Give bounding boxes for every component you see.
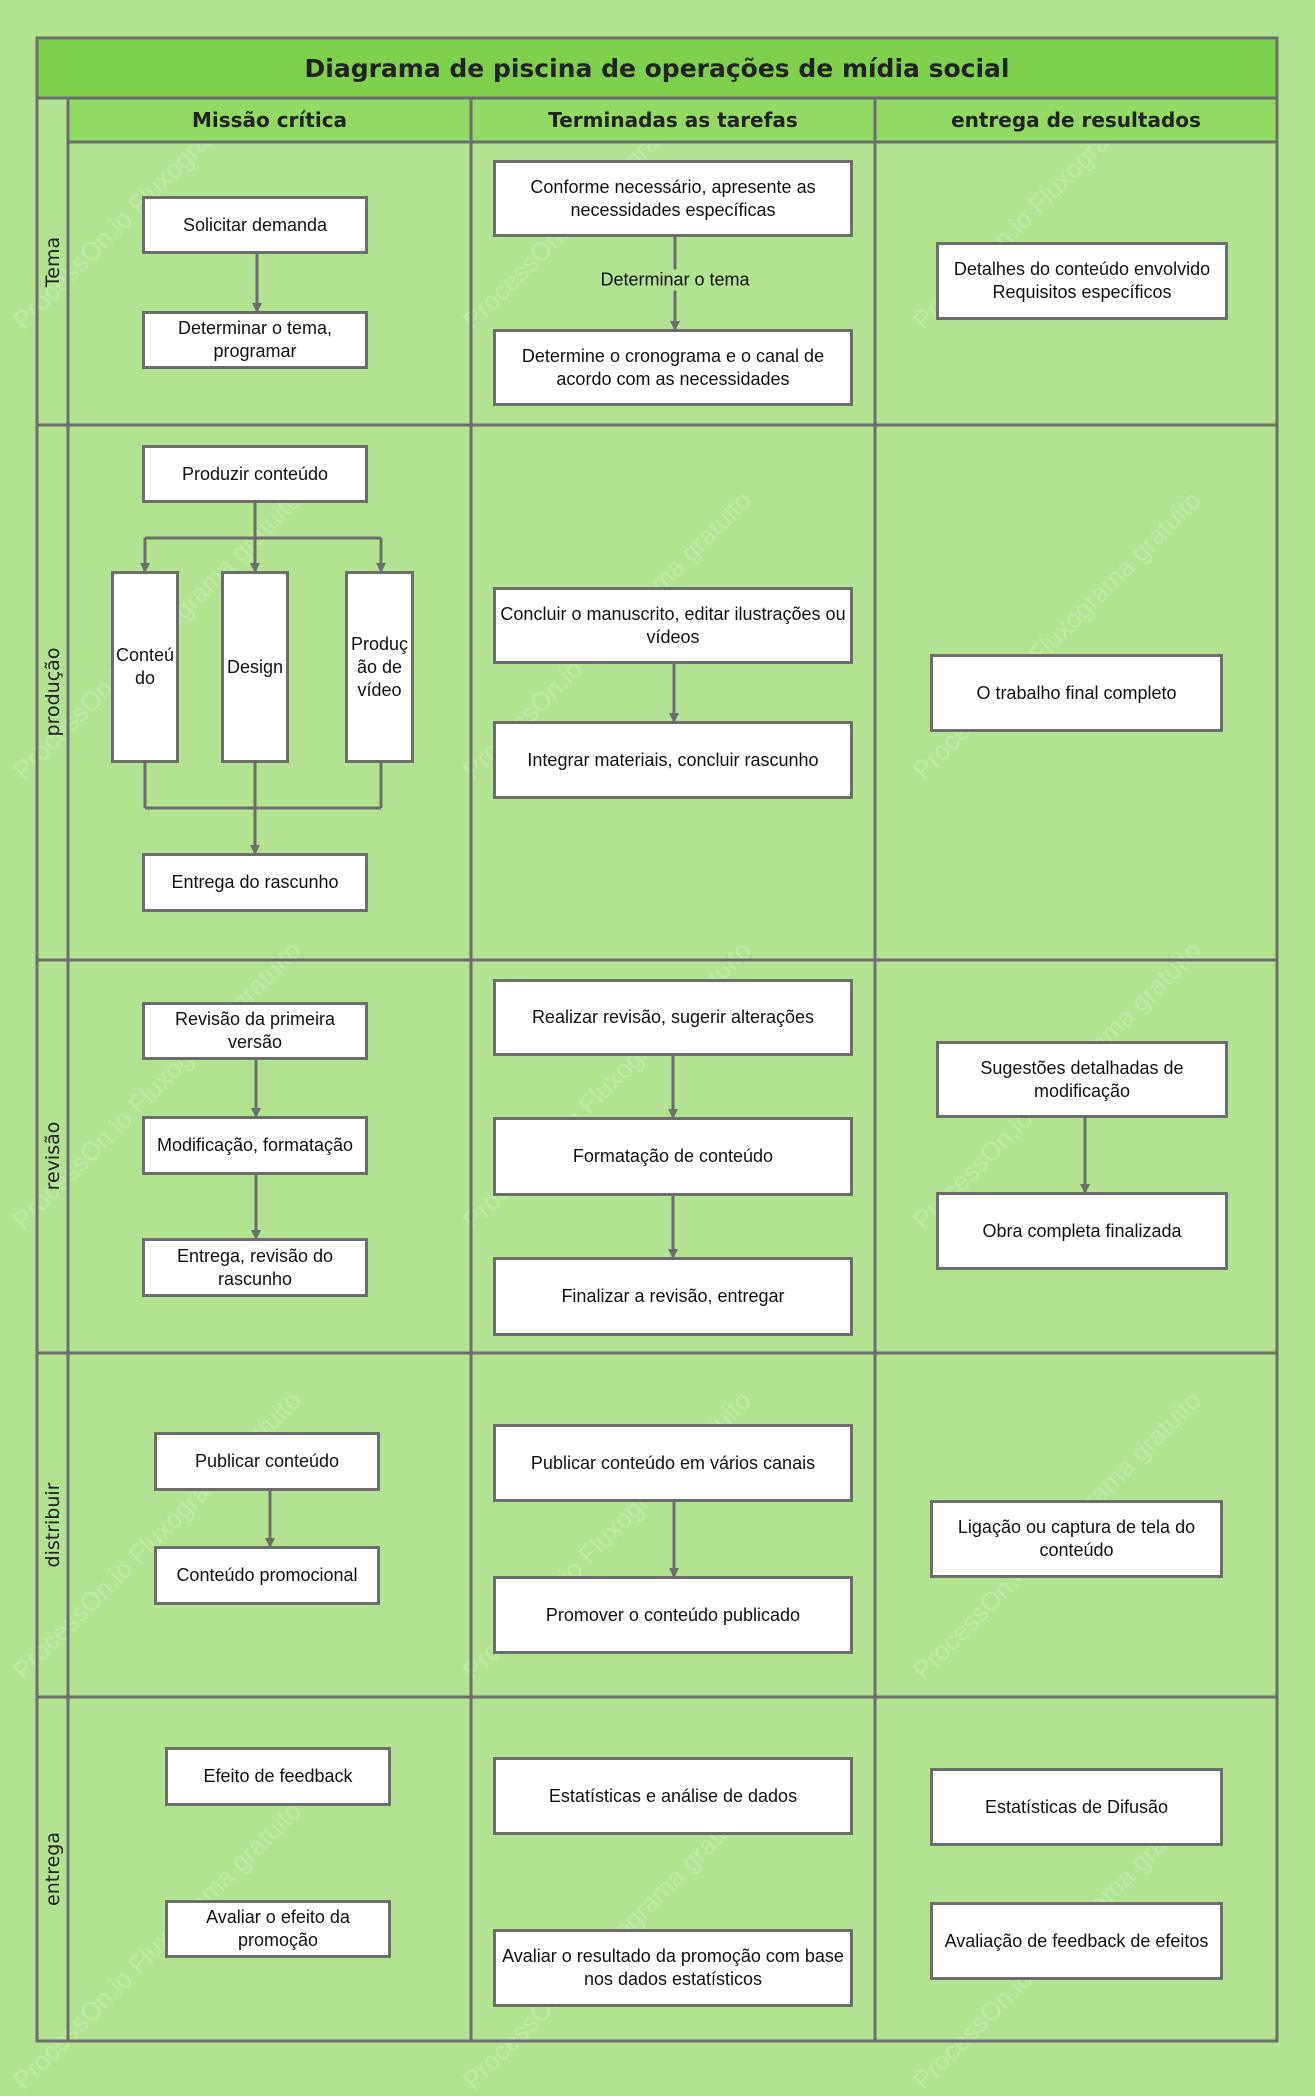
node-efeito-feedback[interactable]: Efeito de feedback: [165, 1747, 391, 1806]
node-concluir-manuscrito[interactable]: Concluir o manuscrito, editar ilustraçõe…: [493, 587, 853, 664]
node-ligacao-captura[interactable]: Ligação ou captura de tela do conteúdo: [930, 1500, 1223, 1578]
node-modificacao-formatacao[interactable]: Modificação, formatação: [142, 1116, 368, 1175]
node-publicar-varios-canais[interactable]: Publicar conteúdo em vários canais: [493, 1424, 853, 1502]
column-header-missao: Missão crítica: [191, 108, 348, 132]
node-determine-cronograma[interactable]: Determine o cronograma e o canal de acor…: [493, 329, 853, 406]
node-produzir-conteudo[interactable]: Produzir conteúdo: [142, 445, 368, 503]
lane-label-tema: Tema: [42, 236, 64, 288]
node-detalhes-conteudo[interactable]: Detalhes do conteúdo envolvido Requisito…: [936, 242, 1228, 320]
node-conteudo-promocional[interactable]: Conteúdo promocional: [154, 1546, 380, 1605]
node-producao-video[interactable]: Produç ão de vídeo: [345, 571, 414, 763]
node-entrega-revisao[interactable]: Entrega, revisão do rascunho: [142, 1238, 368, 1297]
edge-label-determinar-tema: Determinar o tema: [596, 269, 754, 291]
node-realizar-revisao[interactable]: Realizar revisão, sugerir alterações: [493, 979, 853, 1056]
node-conteudo[interactable]: Conteú do: [111, 571, 179, 763]
column-header-tarefas: Terminadas as tarefas: [548, 108, 798, 132]
node-formatacao-conteudo[interactable]: Formatação de conteúdo: [493, 1117, 853, 1196]
node-entrega-rascunho[interactable]: Entrega do rascunho: [142, 853, 368, 912]
node-avaliacao-feedback[interactable]: Avaliação de feedback de efeitos: [930, 1902, 1223, 1980]
diagram-title: Diagrama de piscina de operações de mídi…: [304, 53, 1010, 83]
node-determinar-tema[interactable]: Determinar o tema, programar: [142, 311, 368, 369]
column-header-resultados: entrega de resultados: [951, 108, 1201, 132]
node-conforme-necessario[interactable]: Conforme necessário, apresente as necess…: [493, 160, 853, 237]
node-avaliar-resultado[interactable]: Avaliar o resultado da promoção com base…: [493, 1929, 853, 2007]
connectors: [140, 237, 1090, 1578]
lane-label-producao: produção: [42, 647, 64, 737]
lane-label-revisao: revisão: [42, 1121, 64, 1191]
grid: [35, 36, 1279, 2043]
lane-label-distribuir: distribuir: [42, 1482, 64, 1568]
node-publicar-conteudo[interactable]: Publicar conteúdo: [154, 1432, 380, 1491]
node-revisao-primeira-versao[interactable]: Revisão da primeira versão: [142, 1002, 368, 1060]
node-trabalho-final[interactable]: O trabalho final completo: [930, 654, 1223, 732]
node-solicitar-demanda[interactable]: Solicitar demanda: [142, 196, 368, 254]
node-integrar-materiais[interactable]: Integrar materiais, concluir rascunho: [493, 721, 853, 799]
node-avaliar-efeito[interactable]: Avaliar o efeito da promoção: [165, 1900, 391, 1958]
node-estatisticas-difusao[interactable]: Estatísticas de Difusão: [930, 1768, 1223, 1846]
node-finalizar-revisao[interactable]: Finalizar a revisão, entregar: [493, 1257, 853, 1336]
node-obra-completa[interactable]: Obra completa finalizada: [936, 1192, 1228, 1270]
lane-label-entrega: entrega: [42, 1832, 64, 1906]
node-promover-conteudo[interactable]: Promover o conteúdo publicado: [493, 1576, 853, 1654]
node-sugestoes-modificacao[interactable]: Sugestões detalhadas de modificação: [936, 1041, 1228, 1118]
node-estatisticas-analise[interactable]: Estatísticas e análise de dados: [493, 1757, 853, 1835]
node-design[interactable]: Design: [221, 571, 289, 763]
